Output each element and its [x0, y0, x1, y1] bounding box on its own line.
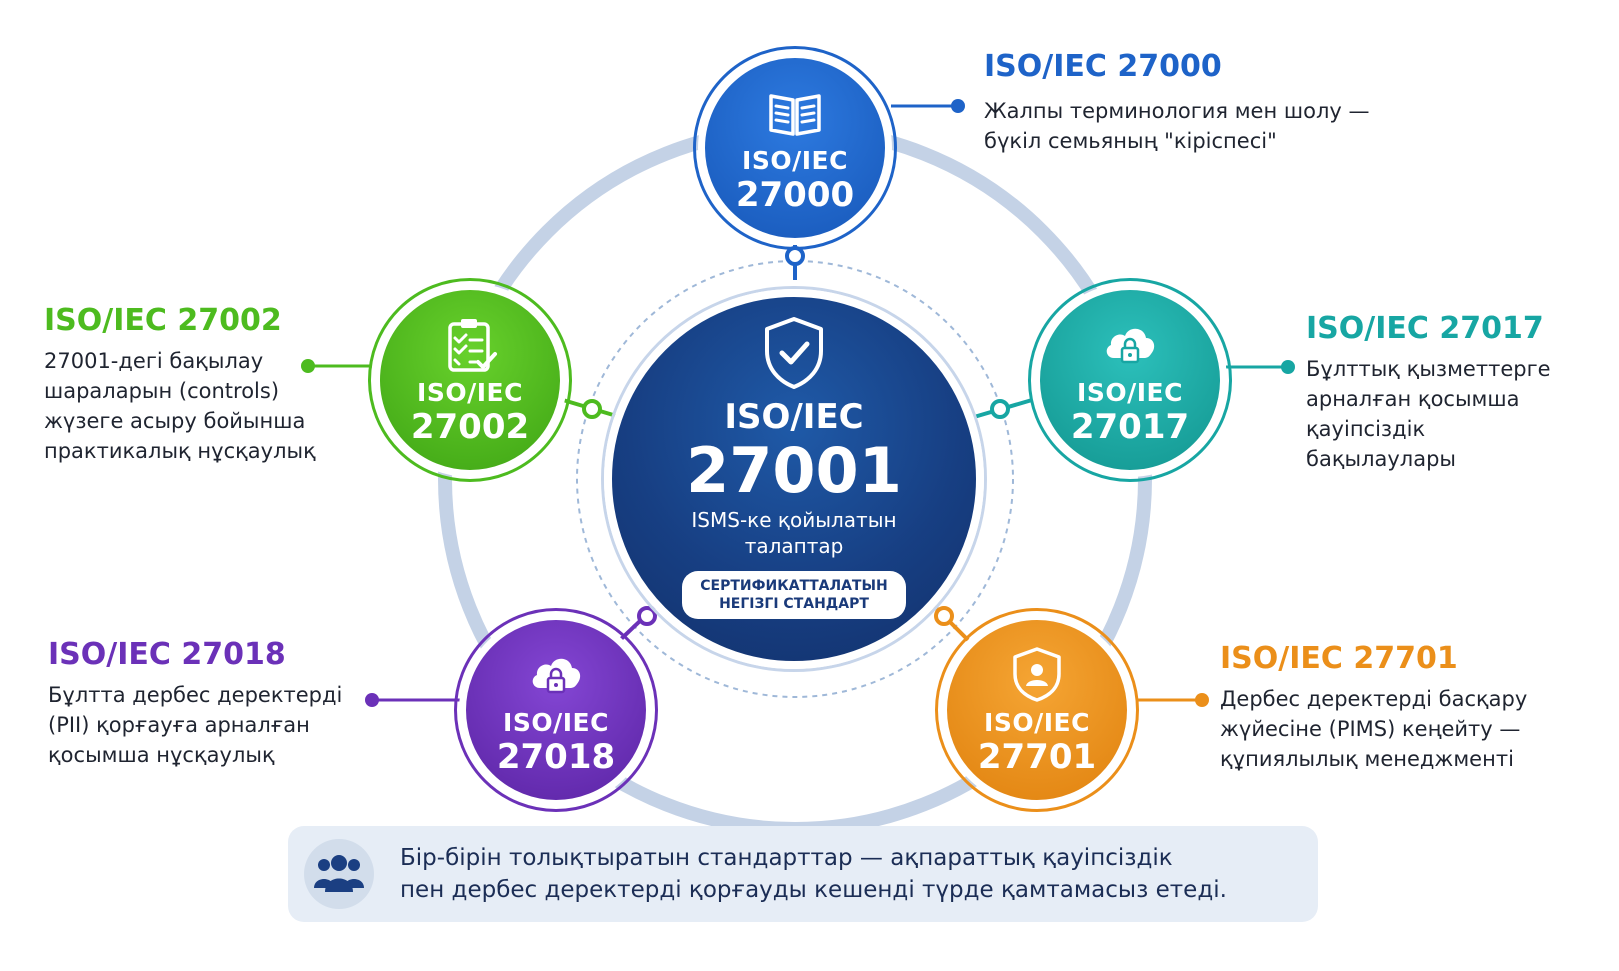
info-27000-desc-line1: Жалпы терминология мен шолу — [984, 99, 1370, 123]
info-27002-desc-line3: жүзеге асыру бойынша [44, 409, 306, 433]
info-27000-desc-line2: бүкіл семьяның "кіріспесі" [984, 129, 1277, 153]
shield-user-icon [1013, 647, 1061, 702]
node-27002-label-line1: ISO/IEC [417, 378, 523, 407]
node-27017-label-line1: ISO/IEC [1077, 378, 1183, 407]
node-iso-27701: ISO/IEC 27701 [940, 613, 1134, 807]
center-dashed-ring [576, 260, 1014, 698]
summary-note-line1: Бір-бірін толықтыратын стандарттар — ақп… [400, 845, 1173, 871]
connector-dot-27002 [582, 399, 602, 419]
info-27002-desc-line1: 27001-дегі бақылау [44, 349, 264, 373]
info-27018-title: ISO/IEC 27018 [48, 637, 286, 672]
info-27000-title: ISO/IEC 27000 [984, 49, 1222, 84]
node-iso-27000: ISO/IEC 27000 [698, 51, 892, 245]
info-27017: ISO/IEC 27017 Бұлттық қызметтерге арналғ… [1306, 310, 1606, 474]
connector-dot-27701 [934, 606, 954, 626]
shield-check-icon [765, 317, 823, 389]
info-27017-desc-line3: қауіпсіздік [1306, 417, 1426, 441]
node-27018-label-line1: ISO/IEC [503, 708, 609, 737]
node-iso-27017: ISO/IEC 27017 [1033, 283, 1227, 477]
node-27018-label-line2: 27018 [496, 737, 616, 777]
info-27002-desc-line2: шараларын (controls) [44, 379, 280, 403]
info-27002-desc-line4: практикалық нұсқаулық [44, 439, 316, 463]
connector-dot-27017 [990, 399, 1010, 419]
node-27000-label-line1: ISO/IEC [742, 146, 848, 175]
leader-dot-27002 [301, 359, 315, 373]
node-iso-27018: ISO/IEC 27018 [459, 613, 653, 807]
node-27017-label-line2: 27017 [1070, 407, 1190, 447]
info-27017-desc-line1: Бұлттық қызметтерге [1306, 357, 1551, 381]
center-subtitle-line1: ISMS-ке қойылатын [691, 508, 897, 532]
info-27018-desc-line1: Бұлтта дербес деректерді [48, 683, 343, 707]
ring-27701 [935, 608, 1139, 812]
ring-27017 [1028, 278, 1232, 482]
info-27017-title: ISO/IEC 27017 [1306, 311, 1544, 346]
ring-27002 [368, 278, 572, 482]
info-27002: ISO/IEC 27002 27001-дегі бақылау шаралар… [44, 302, 364, 466]
node-27701-label-line2: 27701 [977, 737, 1097, 777]
info-27018-desc-line2: (PII) қорғауға арналған [48, 713, 310, 737]
info-27000: ISO/IEC 27000 Жалпы терминология мен шол… [984, 48, 1404, 156]
info-27701-desc-line2: жүйесіне (PIMS) кеңейту — [1220, 717, 1521, 741]
info-27018-desc-line3: қосымша нұсқаулық [48, 743, 275, 767]
badge-line1: СЕРТИФИКАТТАЛАТЫН [700, 578, 888, 594]
connector-dot-27018 [637, 606, 657, 626]
info-27701-desc-line3: құпиялылық менеджменті [1220, 747, 1514, 771]
cloud-lock-icon [1106, 328, 1155, 364]
badge-line2: НЕГІЗГІ СТАНДАРТ [719, 596, 869, 612]
summary-note-text: Бір-бірін толықтыратын стандарттар — ақп… [400, 842, 1227, 906]
info-27701-desc-line1: Дербес деректерді басқару [1220, 687, 1528, 711]
leader-dot-27701 [1195, 693, 1209, 707]
users-group-icon [314, 855, 364, 892]
info-27017-desc-line4: бақылаулары [1306, 447, 1457, 471]
node-iso-27002: ISO/IEC 27002 [373, 283, 567, 477]
certifiable-badge: СЕРТИФИКАТТАЛАТЫН НЕГІЗГІ СТАНДАРТ [682, 571, 906, 619]
summary-note-line2: пен дербес деректерді қорғауды кешенді т… [400, 877, 1227, 903]
node-27701-label-line1: ISO/IEC [984, 708, 1090, 737]
book-icon [769, 94, 821, 136]
cloud-lock-icon [532, 658, 581, 694]
info-27701-title: ISO/IEC 27701 [1220, 641, 1458, 676]
users-icon-badge [304, 839, 374, 909]
summary-note: Бір-бірін толықтыратын стандарттар — ақп… [288, 826, 1318, 922]
info-27018: ISO/IEC 27018 Бұлтта дербес деректерді (… [48, 636, 378, 770]
checklist-clipboard-icon [448, 319, 497, 372]
info-27002-title: ISO/IEC 27002 [44, 303, 282, 338]
info-27017-desc-line2: арналған қосымша [1306, 387, 1520, 411]
center-label-line2: 27001 [686, 434, 902, 507]
leader-dot-27018 [365, 693, 379, 707]
info-27701: ISO/IEC 27701 Дербес деректерді басқару … [1220, 640, 1580, 774]
connector-dot-27000 [785, 246, 805, 266]
node-27002-label-line2: 27002 [410, 407, 530, 447]
node-iso-27001-center: ISO/IEC 27001 ISMS-ке қойылатын талаптар… [604, 289, 984, 669]
center-subtitle-line2: талаптар [744, 534, 844, 558]
center-label-line1: ISO/IEC [724, 397, 864, 437]
leader-dot-27017 [1281, 360, 1295, 374]
ring-27000 [693, 46, 897, 250]
node-27000-label-line2: 27000 [735, 175, 855, 215]
leader-dot-27000 [951, 99, 965, 113]
ring-27018 [454, 608, 658, 812]
